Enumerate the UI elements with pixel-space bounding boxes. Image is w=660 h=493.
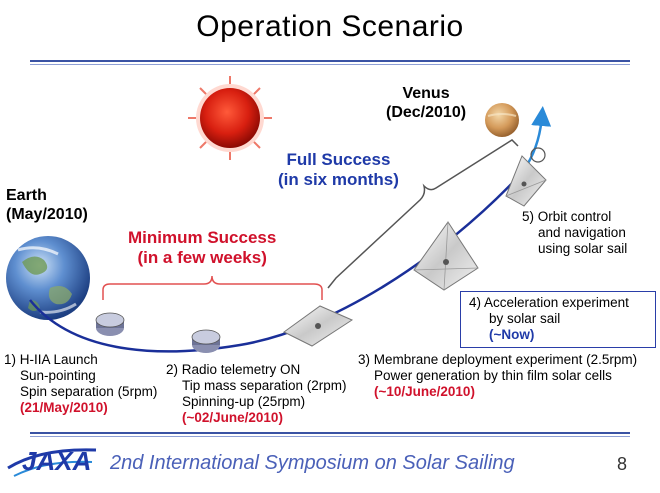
title-rule bbox=[30, 60, 630, 62]
earth-name: Earth bbox=[6, 187, 47, 204]
step-1-line-2: Sun-pointing bbox=[20, 368, 96, 383]
footer-symposium-title: 2nd International Symposium on Solar Sai… bbox=[110, 452, 515, 474]
minimum-success-title: Minimum Success bbox=[128, 228, 277, 247]
earth-date: (May/2010) bbox=[6, 206, 88, 223]
step-1-launch: 1) H-IIA Launch Sun-pointing Spin separa… bbox=[4, 352, 157, 416]
step-3-title: 3) Membrane deployment experiment (2.5rp… bbox=[358, 352, 638, 367]
step-5-line-3: using solar sail bbox=[538, 241, 628, 256]
step-2-line-3: Spinning-up (25rpm) bbox=[182, 394, 306, 409]
sun-icon bbox=[188, 76, 272, 160]
full-success-duration: (in six months) bbox=[278, 170, 399, 189]
step-2-line-2: Tip mass separation (2rpm) bbox=[182, 378, 347, 393]
step-4-line-2: by solar sail bbox=[489, 311, 561, 326]
solar-sail-acceleration bbox=[413, 221, 479, 291]
venus-encounter-marker bbox=[530, 147, 546, 163]
step-1-title: 1) H-IIA Launch bbox=[4, 352, 98, 367]
earth-icon bbox=[6, 236, 90, 320]
step-2-title: 2) Radio telemetry ON bbox=[166, 362, 301, 377]
step-4-title: 4) Acceleration experiment bbox=[469, 295, 629, 310]
spacecraft-stowed-2 bbox=[191, 329, 221, 353]
full-success-title: Full Success bbox=[286, 150, 391, 169]
step-3-date: (~10/June/2010) bbox=[374, 384, 475, 399]
venus-name: Venus bbox=[402, 85, 450, 102]
step-1-date: (21/May/2010) bbox=[20, 400, 108, 415]
minimum-success-duration: (in a few weeks) bbox=[137, 248, 267, 267]
spacecraft-stowed-1 bbox=[95, 312, 125, 336]
step-4-date: (~Now) bbox=[489, 327, 535, 342]
jaxa-logo-text: JAXA bbox=[22, 446, 91, 476]
venus-label: Venus (Dec/2010) bbox=[386, 84, 466, 122]
step-5-orbit-control: 5) Orbit control and navigation using so… bbox=[522, 209, 627, 257]
step-3-membrane: 3) Membrane deployment experiment (2.5rp… bbox=[358, 352, 637, 400]
step-4-acceleration-box: 4) Acceleration experiment by solar sail… bbox=[460, 291, 656, 348]
step-5-line-2: and navigation bbox=[538, 225, 626, 240]
minimum-success-bracket bbox=[102, 275, 323, 300]
full-success-bracket bbox=[327, 139, 519, 289]
minimum-success-label: Minimum Success (in a few weeks) bbox=[128, 228, 276, 268]
venus-date: (Dec/2010) bbox=[386, 104, 467, 121]
step-2-telemetry: 2) Radio telemetry ON Tip mass separatio… bbox=[166, 362, 347, 426]
step-5-title: 5) Orbit control bbox=[522, 209, 612, 224]
step-3-line-2: Power generation by thin film solar cell… bbox=[374, 368, 612, 383]
step-1-line-3: Spin separation (5rpm) bbox=[20, 384, 158, 399]
earth-label: Earth (May/2010) bbox=[6, 186, 88, 224]
footer-rule bbox=[30, 432, 630, 434]
page-number: 8 bbox=[617, 454, 628, 474]
venus-icon bbox=[485, 103, 519, 137]
step-2-date: (~02/June/2010) bbox=[182, 410, 283, 425]
footer-rule-thin bbox=[30, 436, 630, 437]
title-rule-thin bbox=[30, 64, 630, 65]
jaxa-logo-icon: JAXA bbox=[7, 446, 97, 477]
full-success-label: Full Success (in six months) bbox=[278, 150, 399, 190]
solar-sail-deploying bbox=[283, 305, 354, 347]
page-title: Operation Scenario bbox=[196, 10, 464, 43]
solar-sail-orbit-control bbox=[505, 155, 547, 207]
